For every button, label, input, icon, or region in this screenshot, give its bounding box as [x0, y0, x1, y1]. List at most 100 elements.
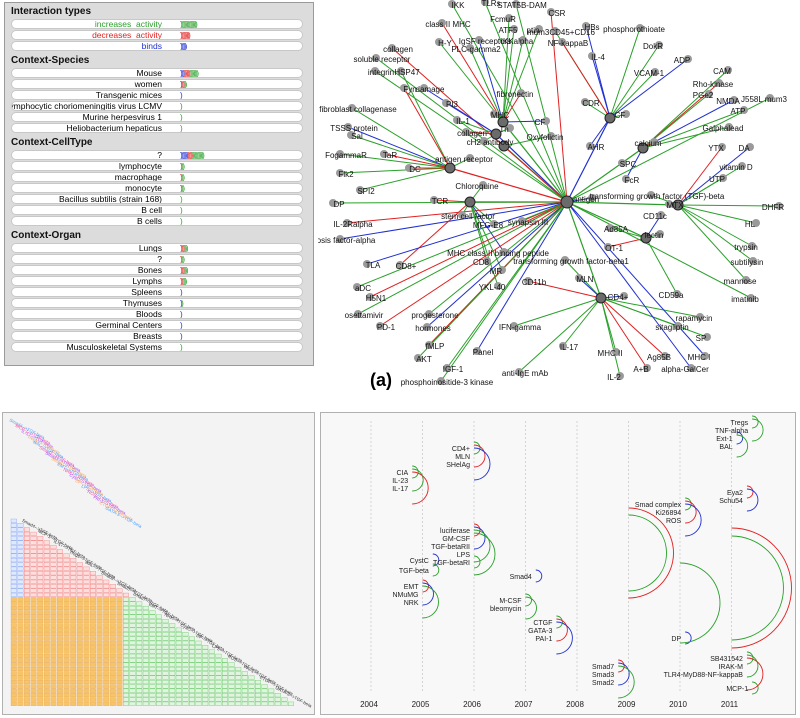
matrix-cell[interactable]: [57, 571, 63, 576]
matrix-cell[interactable]: [63, 662, 70, 667]
matrix-cell[interactable]: [10, 584, 17, 589]
matrix-cell[interactable]: [169, 697, 176, 702]
matrix-cell[interactable]: [37, 592, 44, 597]
matrix-cell[interactable]: [10, 601, 17, 606]
matrix-cell[interactable]: [30, 632, 37, 637]
matrix-cell[interactable]: [195, 675, 202, 680]
matrix-cell[interactable]: [156, 627, 162, 632]
matrix-cell[interactable]: [109, 693, 116, 698]
matrix-cell[interactable]: [50, 584, 57, 589]
matrix-cell[interactable]: [116, 640, 123, 645]
filter-row[interactable]: Breasts): [11, 331, 303, 341]
filter-row[interactable]: Heliobacterium hepaticus): [11, 123, 303, 133]
matrix-cell[interactable]: [24, 619, 30, 624]
matrix-cell[interactable]: [208, 680, 215, 685]
matrix-cell[interactable]: [17, 653, 24, 658]
matrix-cell[interactable]: [169, 693, 176, 698]
network-node[interactable]: [515, 368, 523, 376]
matrix-cell[interactable]: [182, 662, 189, 667]
matrix-cell[interactable]: [96, 601, 103, 606]
network-hub-node[interactable]: [497, 116, 509, 128]
matrix-cell[interactable]: [83, 649, 90, 654]
filter-row[interactable]: lymphocyte))): [11, 161, 303, 171]
network-node[interactable]: [701, 352, 709, 360]
matrix-cell[interactable]: [96, 636, 103, 641]
matrix-cell[interactable]: [63, 614, 70, 619]
matrix-cell[interactable]: [156, 697, 162, 702]
matrix-cell[interactable]: [129, 623, 136, 628]
matrix-cell[interactable]: [17, 675, 24, 680]
matrix-cell[interactable]: [24, 540, 30, 545]
matrix-cell[interactable]: [274, 697, 281, 702]
matrix-cell[interactable]: [116, 675, 123, 680]
matrix-cell[interactable]: [116, 592, 123, 597]
matrix-cell[interactable]: [189, 640, 195, 645]
matrix-cell[interactable]: [228, 680, 235, 685]
matrix-cell[interactable]: [136, 658, 143, 663]
network-hub-node[interactable]: [637, 142, 649, 154]
matrix-cell[interactable]: [162, 623, 169, 628]
matrix-cell[interactable]: [235, 675, 242, 680]
matrix-cell[interactable]: [70, 566, 77, 571]
matrix-cell[interactable]: [142, 658, 149, 663]
matrix-cell[interactable]: [109, 627, 116, 632]
matrix-cell[interactable]: [215, 680, 222, 685]
matrix-cell[interactable]: [109, 597, 116, 602]
matrix-cell[interactable]: [142, 701, 149, 706]
matrix-cell[interactable]: [30, 566, 37, 571]
matrix-cell[interactable]: [142, 610, 149, 615]
matrix-cell[interactable]: [136, 632, 143, 637]
matrix-cell[interactable]: [96, 645, 103, 650]
matrix-cell[interactable]: [43, 558, 50, 563]
matrix-cell[interactable]: [83, 640, 90, 645]
matrix-cell[interactable]: [24, 575, 30, 580]
matrix-cell[interactable]: [261, 688, 268, 693]
matrix-cell[interactable]: [255, 693, 261, 698]
matrix-cell[interactable]: [57, 575, 63, 580]
matrix-cell[interactable]: [96, 649, 103, 654]
matrix-cell[interactable]: [215, 693, 222, 698]
matrix-cell[interactable]: [103, 640, 110, 645]
matrix-cell[interactable]: [50, 636, 57, 641]
matrix-cell[interactable]: [182, 632, 189, 637]
matrix-cell[interactable]: [169, 653, 176, 658]
matrix-cell[interactable]: [96, 632, 103, 637]
matrix-cell[interactable]: [17, 540, 24, 545]
matrix-cell[interactable]: [90, 610, 96, 615]
matrix-cell[interactable]: [129, 658, 136, 663]
network-hub-node[interactable]: [490, 128, 502, 140]
matrix-cell[interactable]: [37, 623, 44, 628]
network-node[interactable]: [604, 243, 612, 251]
matrix-cell[interactable]: [10, 610, 17, 615]
matrix-cell[interactable]: [222, 701, 228, 706]
matrix-cell[interactable]: [142, 680, 149, 685]
matrix-cell[interactable]: [76, 688, 83, 693]
matrix-cell[interactable]: [103, 597, 110, 602]
matrix-cell[interactable]: [37, 649, 44, 654]
matrix-cell[interactable]: [17, 579, 24, 584]
matrix-cell[interactable]: [24, 558, 30, 563]
matrix-cell[interactable]: [103, 688, 110, 693]
matrix-cell[interactable]: [162, 653, 169, 658]
matrix-cell[interactable]: [17, 553, 24, 558]
matrix-cell[interactable]: [96, 666, 103, 672]
matrix-cell[interactable]: [123, 693, 129, 698]
matrix-cell[interactable]: [109, 601, 116, 606]
matrix-cell[interactable]: [228, 662, 235, 667]
matrix-cell[interactable]: [248, 701, 255, 706]
matrix-cell[interactable]: [142, 671, 149, 676]
network-node[interactable]: [749, 257, 757, 265]
matrix-cell[interactable]: [116, 597, 123, 602]
matrix-cell[interactable]: [30, 597, 37, 602]
network-node[interactable]: [336, 169, 344, 177]
matrix-cell[interactable]: [116, 671, 123, 676]
matrix-cell[interactable]: [10, 653, 17, 658]
matrix-cell[interactable]: [90, 649, 96, 654]
matrix-cell[interactable]: [17, 619, 24, 624]
matrix-cell[interactable]: [90, 680, 96, 685]
matrix-cell[interactable]: [30, 662, 37, 667]
matrix-cell[interactable]: [90, 640, 96, 645]
matrix-cell[interactable]: [57, 553, 63, 558]
matrix-cell[interactable]: [136, 701, 143, 706]
filter-row[interactable]: ?)))))))))))))))))))): [11, 150, 303, 160]
